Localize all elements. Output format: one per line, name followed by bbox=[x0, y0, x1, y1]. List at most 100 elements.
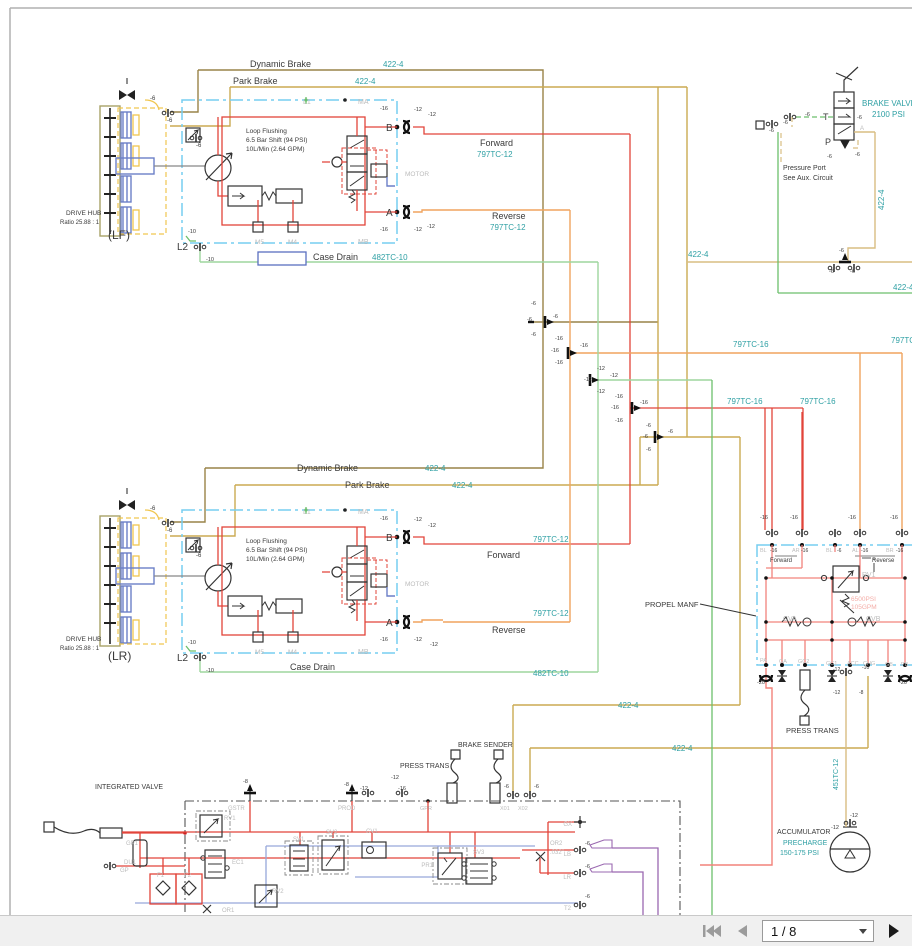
schematic-label: M5 bbox=[255, 239, 264, 246]
schematic-label: DRIVE HUB bbox=[66, 636, 101, 643]
schematic-label: -6 bbox=[167, 528, 173, 534]
schematic-label: MA bbox=[358, 99, 369, 106]
schematic-label: Reverse bbox=[872, 558, 895, 564]
schematic-label: M4 bbox=[288, 239, 297, 246]
schematic-label: LR bbox=[563, 875, 571, 881]
schematic-label: PROPEL MANF bbox=[645, 600, 699, 609]
schematic-label: 422-4 bbox=[877, 189, 886, 210]
schematic-label: -16 bbox=[801, 548, 808, 554]
schematic-label: -6 bbox=[857, 115, 862, 121]
schematic-label: 6.5 Bar Shift (94 PSI) bbox=[246, 547, 307, 554]
schematic-label: MOTOR bbox=[405, 171, 429, 178]
schematic-label: -6 bbox=[585, 894, 590, 900]
schematic-label: 797TC-16 bbox=[727, 397, 763, 406]
schematic-label: MB bbox=[358, 649, 369, 656]
schematic-label: -16 bbox=[380, 106, 388, 112]
schematic-label: -6 bbox=[527, 317, 532, 323]
schematic-label: -6 bbox=[839, 248, 844, 254]
brake-valve bbox=[755, 66, 875, 149]
schematic-label: -6 bbox=[585, 864, 590, 870]
drive-circuit-lr bbox=[100, 488, 598, 672]
schematic-label: -6 bbox=[150, 96, 156, 102]
schematic-label: -12 bbox=[597, 389, 605, 395]
schematic-label: 6500PSI bbox=[851, 596, 876, 603]
schematic-label: 422-4 bbox=[452, 481, 473, 490]
schematic-label: -6 bbox=[783, 120, 788, 126]
schematic-label: 422-4 bbox=[425, 464, 446, 473]
schematic-label: Case Drain bbox=[290, 662, 335, 672]
schematic-label: -16 bbox=[890, 515, 898, 521]
schematic-label: GSTR bbox=[228, 806, 245, 812]
first-page-button[interactable] bbox=[702, 921, 722, 941]
schematic-label: BL bbox=[826, 548, 833, 554]
schematic-label: -6 bbox=[534, 784, 539, 790]
schematic-label: RV2 bbox=[272, 889, 284, 895]
schematic-label: Loop Flushing bbox=[246, 128, 287, 135]
hose-routing bbox=[170, 69, 912, 915]
schematic-label: -6 bbox=[668, 429, 673, 435]
schematic-label: AR bbox=[792, 548, 800, 554]
schematic-label: Ratio 25.88 : 1 bbox=[60, 646, 100, 652]
schematic-label: 797TC-12 bbox=[490, 223, 526, 232]
schematic-label: (LR) bbox=[108, 649, 131, 663]
schematic-label: -12 bbox=[427, 224, 435, 230]
schematic-label: 422-4 bbox=[893, 283, 912, 292]
schematic-label: GPR bbox=[420, 806, 432, 812]
schematic-label: -10 bbox=[188, 229, 196, 235]
schematic-label: GA bbox=[779, 659, 787, 665]
schematic-label: -16 bbox=[555, 336, 563, 342]
schematic-label: B bbox=[386, 123, 393, 134]
schematic-label: -16 bbox=[380, 637, 388, 643]
schematic-label: -12 bbox=[391, 775, 399, 781]
previous-page-button[interactable] bbox=[732, 921, 752, 941]
schematic-label: PRECHARGE bbox=[783, 840, 828, 847]
schematic-label: L1 bbox=[303, 509, 311, 516]
page-number-select[interactable]: 1 / 8 bbox=[762, 920, 874, 942]
schematic-label: M4 bbox=[288, 649, 297, 656]
schematic-label: AL bbox=[852, 548, 859, 554]
schematic-label: -12 bbox=[430, 642, 438, 648]
next-page-button[interactable] bbox=[884, 921, 904, 941]
schematic-label: DU1 bbox=[124, 860, 137, 866]
schematic-label: Forward bbox=[487, 550, 520, 560]
schematic-label: -8 bbox=[859, 690, 864, 696]
schematic-label: 482TC-10 bbox=[372, 253, 408, 262]
schematic-label: 797TC-16 bbox=[800, 397, 836, 406]
page-indicator: 1 / 8 bbox=[771, 923, 797, 939]
dropdown-caret-icon bbox=[859, 928, 867, 934]
schematic-label: F1 bbox=[157, 873, 165, 879]
schematic-label: MOTOR bbox=[405, 581, 429, 588]
schematic-label: SV3 bbox=[473, 850, 485, 856]
schematic-label: -10 bbox=[862, 665, 869, 671]
schematic-label: -6 bbox=[850, 269, 855, 275]
schematic-label: RV1 bbox=[224, 816, 236, 822]
schematic-label: -6 bbox=[769, 128, 774, 134]
schematic-label: T bbox=[823, 112, 829, 122]
schematic-label: P bbox=[825, 137, 831, 147]
schematic-label: (LF) bbox=[108, 228, 130, 242]
schematic-label: -16 bbox=[861, 548, 868, 554]
schematic-label: -6 bbox=[167, 118, 173, 124]
schematic-label: EC1 bbox=[232, 860, 244, 866]
schematic-label: -12 bbox=[428, 112, 436, 118]
integrated-valve bbox=[43, 749, 681, 915]
schematic-label: LB bbox=[564, 852, 571, 858]
schematic-label: SV1 bbox=[293, 837, 305, 843]
schematic-label: -16 bbox=[555, 360, 563, 366]
schematic-label: -16 bbox=[551, 348, 559, 354]
schematic-label: PA bbox=[760, 658, 767, 664]
previous-page-icon bbox=[738, 925, 747, 937]
schematic-label: -12 bbox=[584, 377, 592, 383]
schematic-label: 422-4 bbox=[672, 744, 693, 753]
schematic-label: -6 bbox=[196, 553, 202, 559]
schematic-label: .032" bbox=[550, 850, 564, 856]
schematic-label: PB bbox=[901, 662, 909, 668]
schematic-label: Case Drain bbox=[313, 252, 358, 262]
schematic-label: -12 bbox=[850, 813, 858, 819]
schematic-label: Reverse bbox=[492, 625, 526, 635]
schematic-label: Pressure Port bbox=[783, 165, 826, 172]
schematic-label: -16 bbox=[790, 515, 798, 521]
schematic-label: -20 bbox=[899, 680, 907, 686]
schematic-label: CVB bbox=[866, 616, 881, 623]
schematic-label: -6 bbox=[646, 423, 651, 429]
